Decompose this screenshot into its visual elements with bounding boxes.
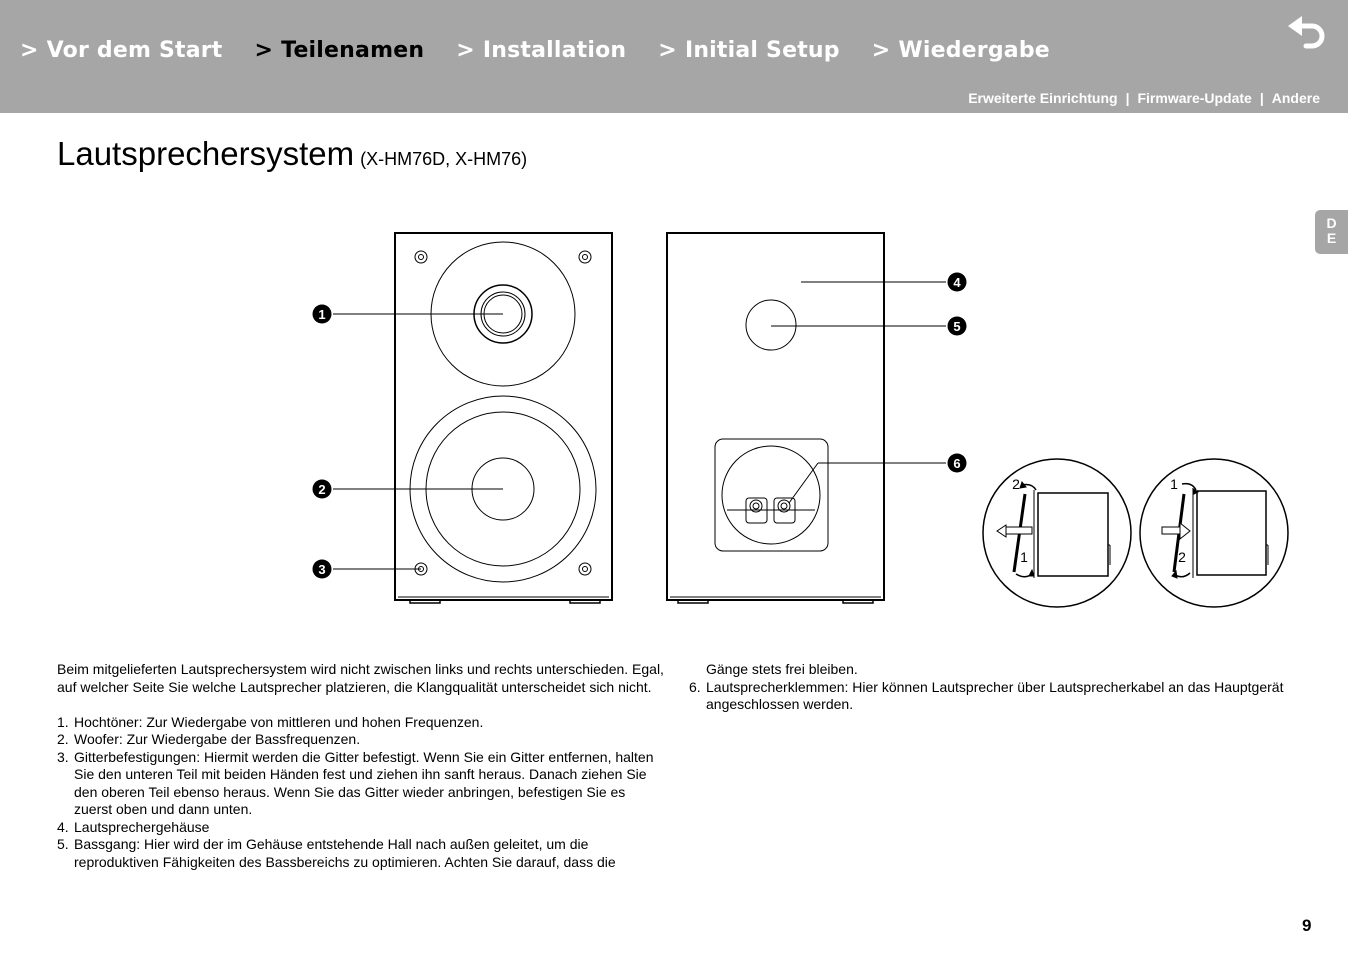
- item-number: 6.: [689, 678, 701, 695]
- item-number: 4.: [57, 818, 69, 835]
- callout-3: 3: [312, 559, 332, 579]
- nav-label: Teilenamen: [281, 38, 425, 63]
- item-number: 3.: [57, 748, 69, 765]
- chevron-right-icon: >: [20, 38, 39, 63]
- woofer: [409, 395, 597, 583]
- chevron-right-icon: >: [871, 38, 891, 63]
- top-nav: > Vor dem Start > Teilenamen > Installation…: [20, 38, 1082, 63]
- page-number: 9: [1302, 916, 1312, 935]
- back-button[interactable]: [1284, 14, 1330, 52]
- item-text: Bassgang: Hier wird der im Gehäuse entst…: [74, 836, 616, 870]
- link-firmware-update[interactable]: Firmware-Update: [1137, 90, 1252, 106]
- callout-6: 6: [947, 453, 967, 473]
- callout-1: 1: [312, 304, 332, 324]
- chevron-right-icon: >: [456, 38, 475, 63]
- nav-label: Installation: [482, 38, 627, 63]
- title-main: Lautsprechersystem: [57, 135, 355, 172]
- callout-5: 5: [947, 316, 967, 336]
- callout-2: 2: [312, 479, 332, 499]
- grille-fixing-top-right: [578, 250, 592, 264]
- separator: |: [1259, 90, 1264, 106]
- grille-right-step-top: 1: [1170, 476, 1178, 492]
- chevron-right-icon: >: [658, 38, 677, 63]
- language-tab[interactable]: D E: [1315, 210, 1348, 254]
- parts-list: 1. Hochtöner: Zur Wiedergabe von mittlere…: [57, 714, 667, 872]
- grille-detail-left: [982, 458, 1132, 608]
- grille-fixing-bottom-right: [578, 562, 592, 576]
- tweeter: [430, 241, 576, 387]
- item-number: 1.: [57, 713, 69, 730]
- nav-initial-setup[interactable]: > Initial Setup: [658, 38, 839, 63]
- item-text: Woofer: Zur Wiedergabe der Bassfrequenze…: [74, 731, 361, 747]
- callout-4: 4: [947, 272, 967, 292]
- grille-left-step-bottom: 1: [1020, 549, 1028, 565]
- item-text: Lautsprechergehäuse: [74, 818, 210, 835]
- item-text: Hochtöner: Zur Wiedergabe von mittleren …: [74, 713, 484, 730]
- svg-text:3: 3: [318, 562, 325, 577]
- svg-text:6: 6: [953, 456, 960, 471]
- lang-letter: E: [1326, 230, 1337, 246]
- chevron-right-icon: >: [254, 38, 274, 63]
- title-models: (X-HM76D, X-HM76): [360, 149, 528, 169]
- item-text: Gitterbefestigungen: Hiermit werden die …: [74, 748, 654, 818]
- svg-text:1: 1: [318, 307, 325, 322]
- nav-wiedergabe[interactable]: > Wiedergabe: [872, 38, 1050, 63]
- item-number: 5.: [57, 836, 69, 852]
- item-5-continued: Gänge stets frei bleiben.: [706, 661, 858, 677]
- text-column-left: Beim mitgelieferten Lautsprechersystem w…: [57, 661, 667, 871]
- svg-text:4: 4: [953, 275, 961, 290]
- parts-list-continued: 6. Lautsprecherklemmen: Hier können Lauts…: [689, 679, 1289, 714]
- grille-right-step-bottom: 2: [1178, 549, 1186, 565]
- rear-speaker: [666, 232, 885, 604]
- item-number: 2.: [57, 731, 69, 747]
- link-andere[interactable]: Andere: [1271, 90, 1320, 106]
- list-item: 1. Hochtöner: Zur Wiedergabe von mittlere…: [57, 714, 667, 732]
- grille-fixing-top-left: [414, 250, 428, 264]
- svg-text:5: 5: [953, 319, 960, 334]
- text-column-right: Gänge stets frei bleiben. 6. Lautsprecher…: [689, 661, 1289, 714]
- link-erweiterte-einrichtung[interactable]: Erweiterte Einrichtung: [968, 90, 1118, 106]
- item-text: Lautsprecherklemmen: Hier können Lautspr…: [706, 678, 1284, 713]
- nav-label: Wiedergabe: [898, 38, 1050, 63]
- separator: |: [1125, 90, 1130, 106]
- front-speaker: [394, 232, 613, 604]
- nav-label: Vor dem Start: [46, 38, 223, 63]
- list-item: 3. Gitterbefestigungen: Hiermit werden di…: [57, 749, 667, 819]
- list-item: 2. Woofer: Zur Wiedergabe der Bassfrequen…: [57, 731, 667, 749]
- lang-letter: D: [1326, 215, 1337, 231]
- list-item: 4. Lautsprechergehäuse: [57, 819, 667, 837]
- svg-text:2: 2: [318, 482, 325, 497]
- sub-navigation: Erweiterte Einrichtung | Firmware-Update | A…: [968, 90, 1320, 106]
- speaker-terminals: [714, 438, 829, 552]
- return-arrow-icon: [1288, 16, 1325, 49]
- list-item: 6. Lautsprecherklemmen: Hier können Lauts…: [689, 679, 1289, 714]
- grille-fixing-bottom-left: [414, 562, 428, 576]
- nav-label: Initial Setup: [684, 38, 840, 63]
- header-bar: > Vor dem Start > Teilenamen > Installation…: [0, 0, 1348, 113]
- nav-teilenamen[interactable]: > Teilenamen: [255, 38, 425, 63]
- list-item: 5. Bassgang: Hier wird der im Gehäuse ent…: [57, 836, 667, 871]
- page-title: Lautsprechersystem(X-HM76D, X-HM76): [57, 135, 527, 173]
- nav-vor-dem-start[interactable]: > Vor dem Start: [20, 38, 223, 63]
- bass-port: [745, 299, 797, 351]
- intro-paragraph: Beim mitgelieferten Lautsprechersystem w…: [57, 661, 664, 695]
- grille-left-step-top: 2: [1012, 476, 1020, 492]
- nav-installation[interactable]: > Installation: [456, 38, 626, 63]
- grille-detail-right: [1139, 458, 1289, 608]
